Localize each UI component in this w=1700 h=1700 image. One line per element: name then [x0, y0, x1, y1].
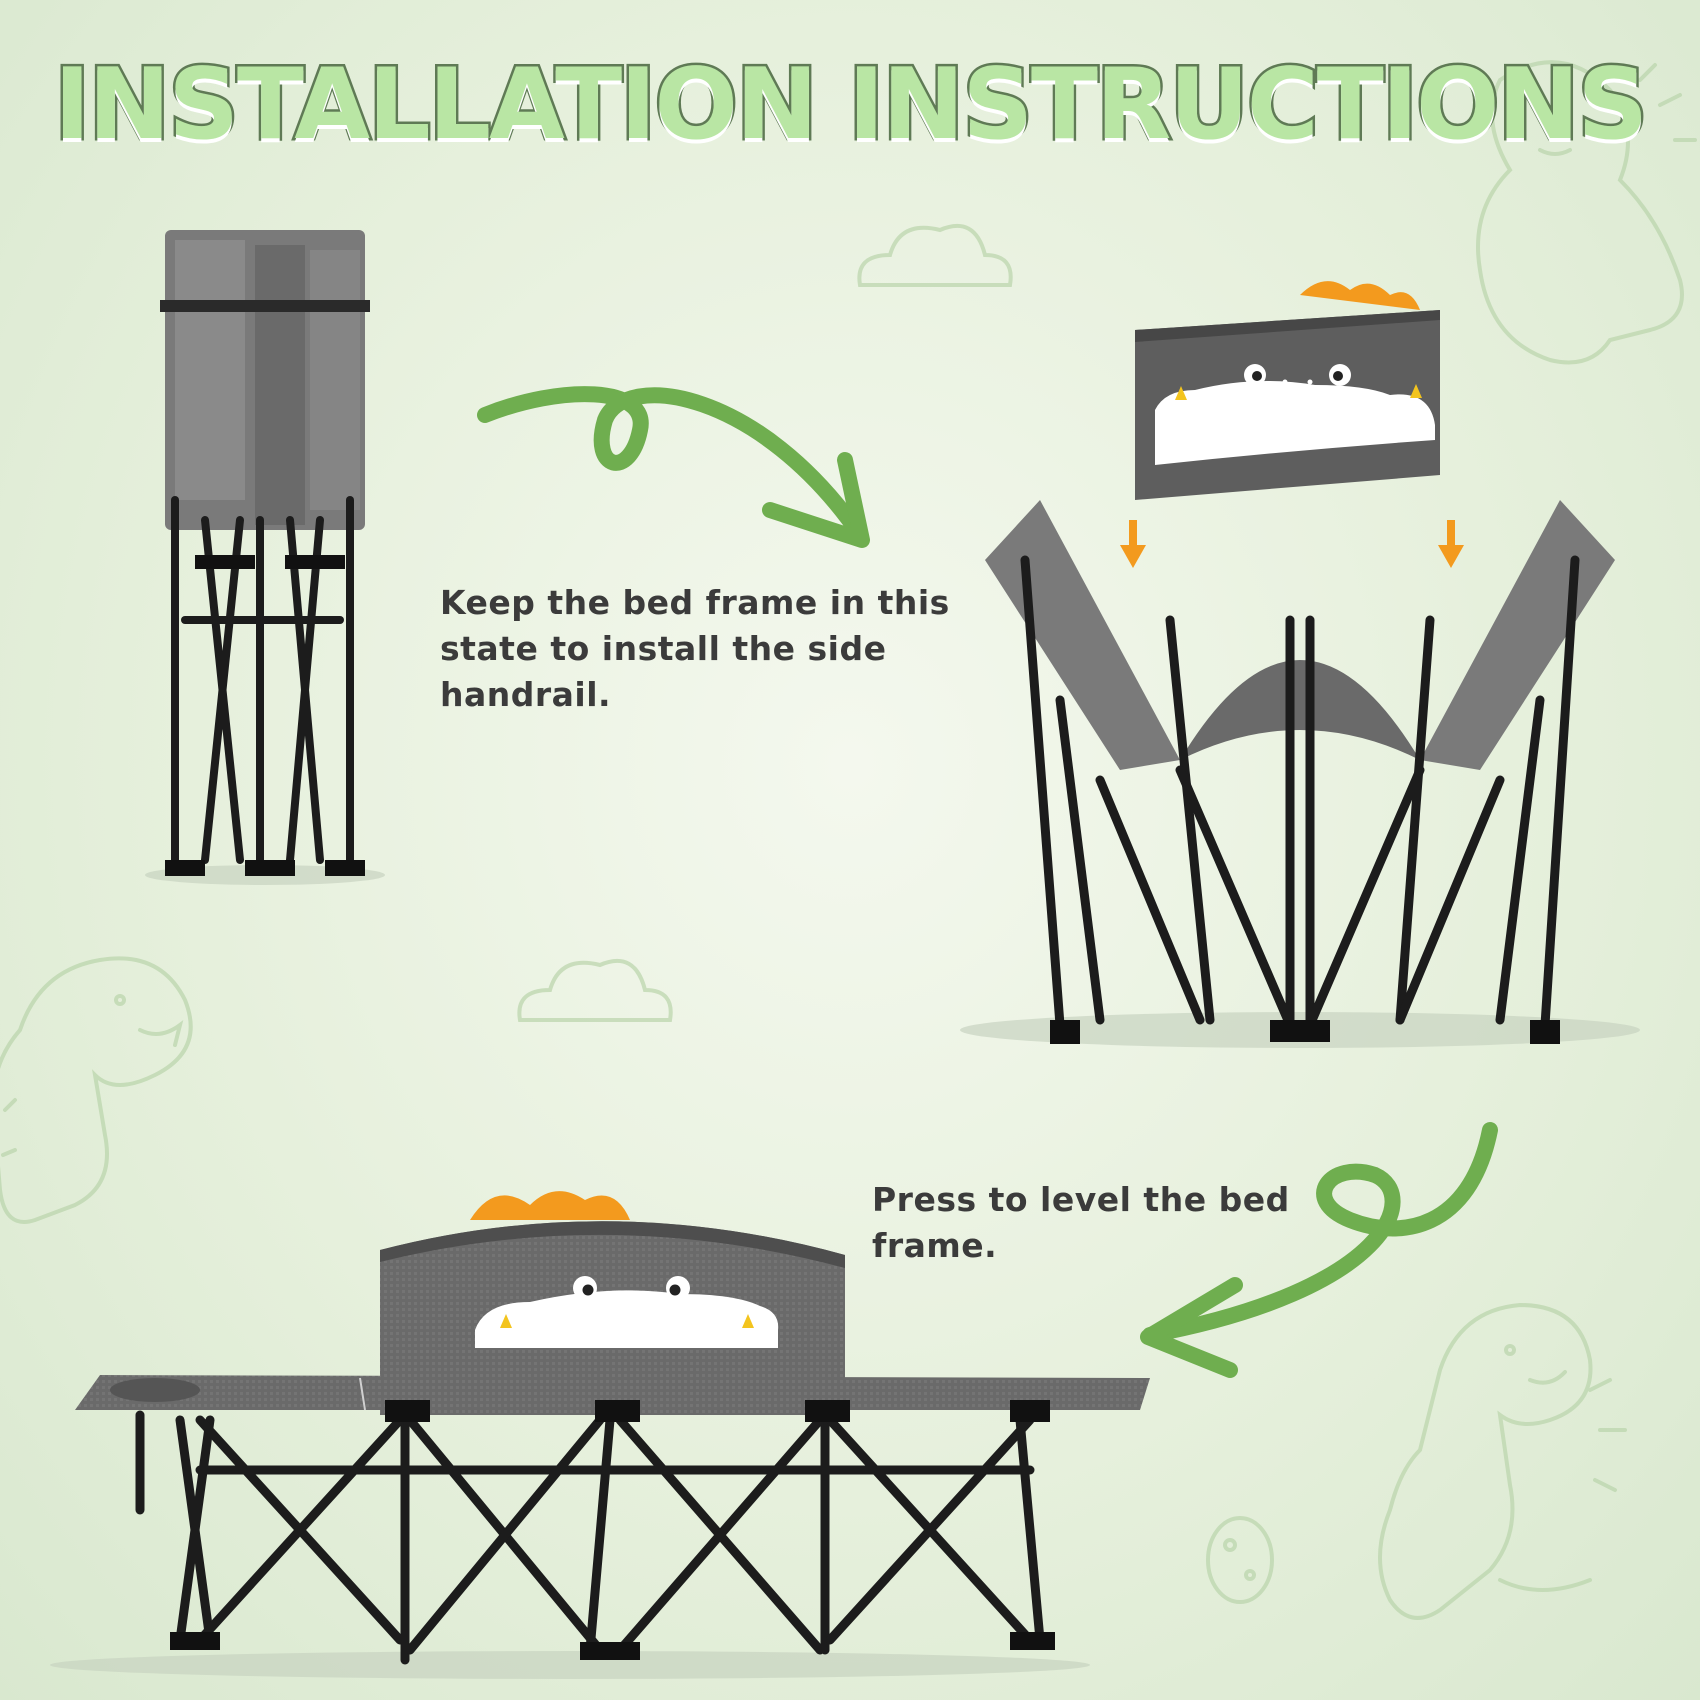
step-caption-install-handrail: Keep the bed frame in this state to inst… — [440, 583, 950, 714]
page-title: INSTALLATION INSTRUCTIONS — [51, 46, 1650, 165]
dino-egg-icon — [1206, 1516, 1274, 1604]
folded-bed-image — [145, 230, 385, 885]
dinosaur-doodle-icon — [1476, 60, 1697, 365]
curly-arrow-icon — [1140, 1122, 1498, 1378]
dinosaur-doodle-icon — [0, 956, 193, 1224]
down-arrow-icon — [1120, 520, 1146, 568]
down-arrow-icon — [1438, 520, 1464, 568]
cloud-doodle-icon — [857, 224, 1013, 287]
side-handrail-image — [1135, 281, 1440, 500]
curly-arrow-icon — [477, 386, 870, 548]
cloud-doodle-icon — [517, 959, 673, 1022]
step-caption-level-frame: Press to level the bed frame. — [872, 1180, 1290, 1265]
dinosaur-doodle-icon — [1378, 1302, 1627, 1620]
unfolded-frame-image — [960, 500, 1640, 1048]
assembled-bed-image — [50, 1191, 1150, 1679]
